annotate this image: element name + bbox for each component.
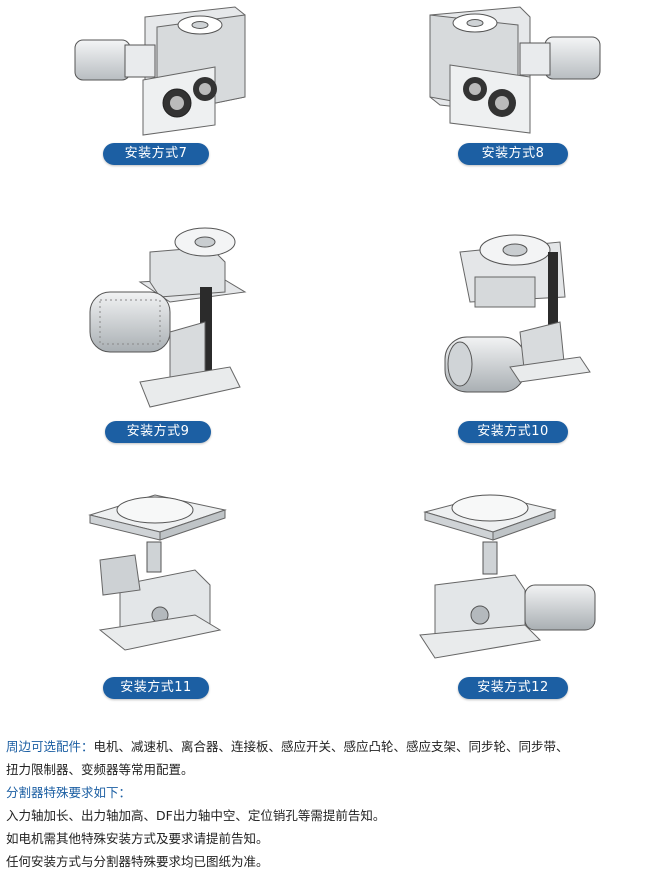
method-8-label: 安装方式8 — [458, 143, 568, 165]
accessories-line: 周边可选配件：电机、减速机、离合器、连接板、感应开关、感应凸轮、感应支架、同步轮… — [6, 735, 646, 758]
special-line-3: 任何安装方式与分割器特殊要求均已图纸为准。 — [6, 854, 269, 869]
vertical-table-motor-belt-left-icon — [89, 227, 247, 408]
special-title: 分割器特殊要求如下： — [6, 785, 132, 800]
gearbox-motor-belt-left-icon — [74, 6, 246, 136]
method-9-label: 安装方式9 — [105, 421, 211, 443]
accessories-title: 周边可选配件： — [6, 739, 94, 754]
special-line-2: 如电机需其他特殊安装方式及要求请提前告知。 — [6, 831, 269, 846]
plate-table-gearbox-motor-icon — [419, 494, 596, 659]
method-12-label: 安装方式12 — [458, 677, 568, 699]
accessories-line-2: 扭力限制器、变频器等常用配置。 — [6, 762, 194, 777]
gearbox-motor-belt-right-icon — [429, 6, 601, 134]
vertical-table-motor-belt-right-icon — [444, 234, 591, 393]
method-7-label: 安装方式7 — [103, 143, 209, 165]
method-10-label: 安装方式10 — [458, 421, 568, 443]
accessories-text: 电机、减速机、离合器、连接板、感应开关、感应凸轮、感应支架、同步轮、同步带、 — [93, 739, 569, 754]
notes-section: 周边可选配件：电机、减速机、离合器、连接板、感应开关、感应凸轮、感应支架、同步轮… — [6, 735, 646, 873]
plate-table-gearbox-icon — [88, 494, 227, 651]
method-11-label: 安装方式11 — [103, 677, 209, 699]
special-line-1: 入力轴加长、出力轴加高、DF出力轴中空、定位销孔等需提前告知。 — [6, 808, 386, 823]
